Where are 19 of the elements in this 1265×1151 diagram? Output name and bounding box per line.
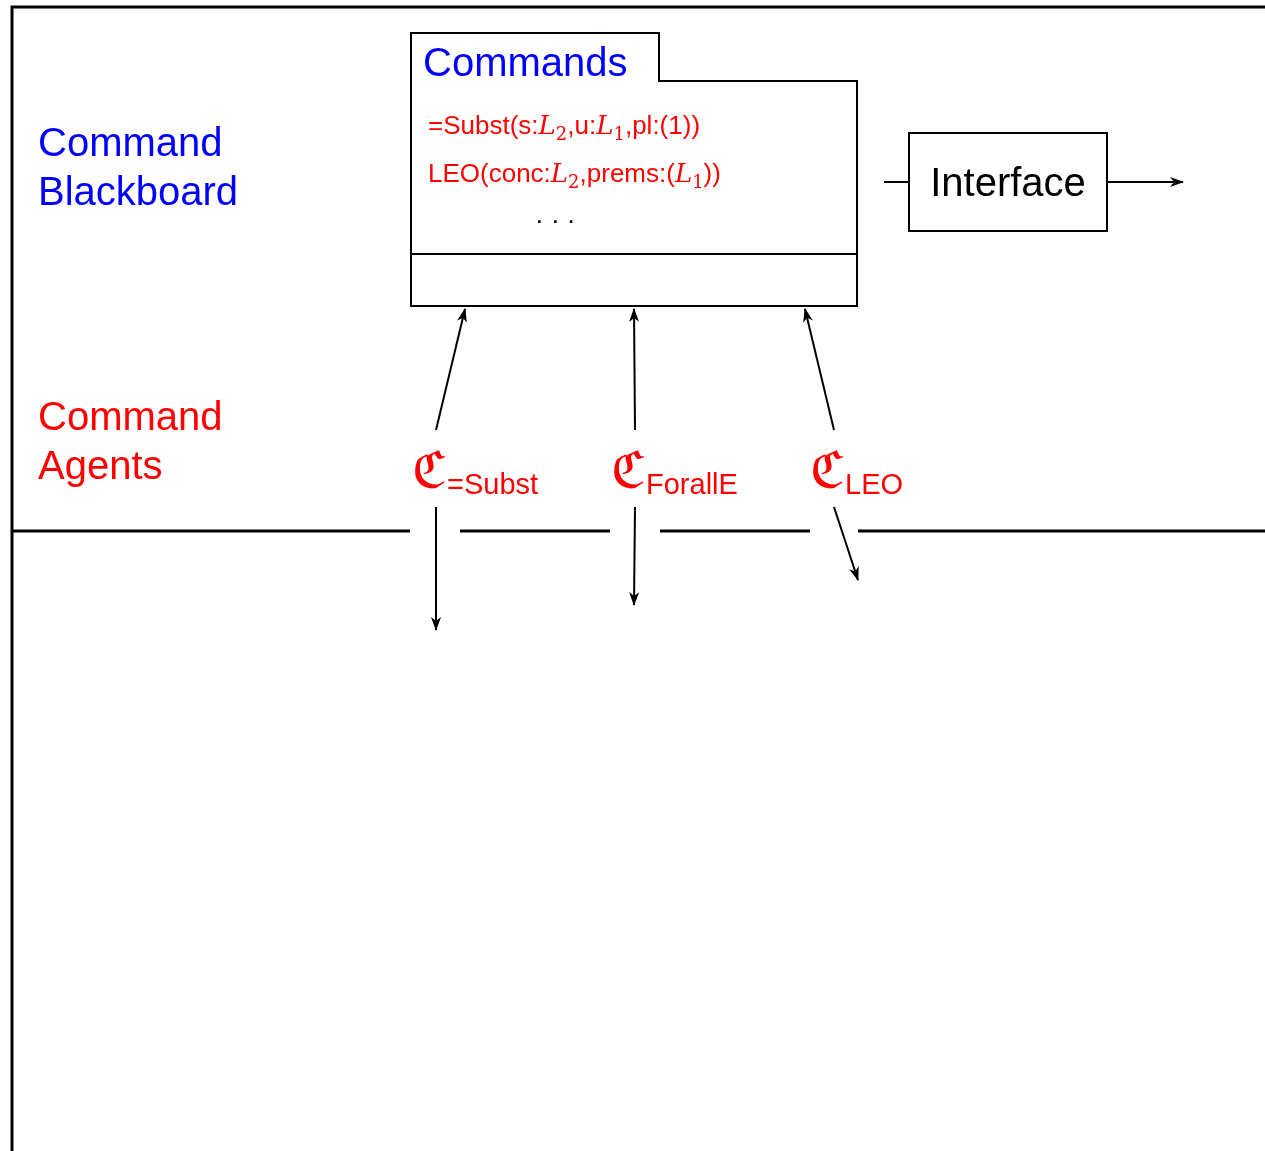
arrow <box>629 308 640 431</box>
folder-box <box>410 32 858 307</box>
ellipsis: · · · <box>535 205 576 236</box>
arrow <box>833 506 859 581</box>
command-entry: =Subst(s:L$_{2}$,u:L$_{1}$,pl:(1)) <box>428 110 701 145</box>
command-entry: LEO(conc:L$_{2}$,prems:(L$_{1}$)) <box>428 158 721 193</box>
arrow <box>435 308 467 431</box>
agent-label: ℭ$_{=Subst}$ <box>412 441 539 499</box>
folder-title: Commands <box>423 40 628 85</box>
arrow <box>1107 177 1184 187</box>
arrow <box>431 506 441 631</box>
agent-label: ℭ$_{LEO}$ <box>810 441 904 499</box>
arrow <box>803 308 835 431</box>
agent-label: ℭ$_{ForallE}$ <box>611 441 738 499</box>
section-label: Command Agents <box>38 393 224 489</box>
arrow <box>629 506 640 606</box>
process-box <box>908 132 1108 232</box>
section-label: Command Blackboard <box>38 119 240 215</box>
box-label: Interface <box>930 159 1086 205</box>
